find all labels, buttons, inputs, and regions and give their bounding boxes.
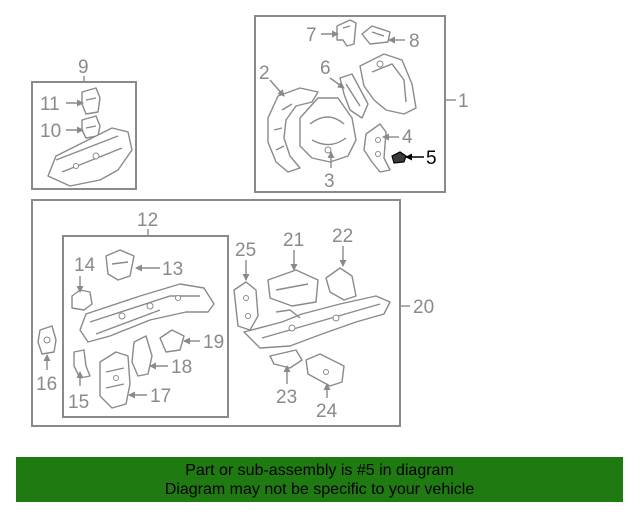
part-2-wheelhouse[interactable] — [267, 87, 319, 173]
callout-15: 15 — [68, 392, 89, 413]
part-14-bracket[interactable] — [71, 289, 93, 311]
part-15-bracket[interactable] — [73, 349, 91, 379]
callout-5: 5 — [426, 148, 437, 169]
callout-16: 16 — [36, 374, 57, 395]
callout-18: 18 — [171, 357, 192, 378]
callout-24: 24 — [316, 401, 338, 422]
footer-line-part-info: Part or sub-assembly is #5 in diagram — [185, 461, 454, 479]
footer-line-disclaimer: Diagram may not be specific to your vehi… — [164, 480, 475, 498]
part-21-bracket[interactable] — [267, 269, 319, 307]
part-23-bracket[interactable] — [269, 349, 303, 369]
callout-10: 10 — [40, 121, 61, 142]
part-19-bracket[interactable] — [159, 329, 185, 353]
callout-3: 3 — [324, 171, 335, 192]
group-box-12 — [62, 235, 229, 418]
callout-6: 6 — [320, 58, 331, 79]
callout-14: 14 — [74, 255, 96, 276]
part-4-bracket[interactable] — [363, 123, 391, 173]
part-13-bracket[interactable] — [105, 249, 135, 281]
part-12-frame-rail[interactable] — [79, 283, 215, 343]
part-3-inner-wheelhouse[interactable] — [299, 97, 357, 163]
callout-17: 17 — [150, 386, 171, 407]
callout-4: 4 — [402, 127, 413, 148]
callout-9: 9 — [78, 57, 89, 78]
part-22-bracket[interactable] — [325, 267, 357, 301]
callout-21: 21 — [283, 230, 304, 251]
callout-23: 23 — [276, 387, 297, 408]
callout-22: 22 — [332, 226, 353, 247]
callout-25: 25 — [235, 240, 256, 261]
part-7-bracket[interactable] — [336, 19, 357, 47]
footer-banner: Part or sub-assembly is #5 in diagram Di… — [16, 457, 623, 502]
part-5-bracket[interactable] — [391, 151, 407, 164]
callout-7: 7 — [306, 25, 317, 46]
part-25-bracket[interactable] — [233, 281, 259, 331]
callout-20: 20 — [413, 297, 434, 318]
group-box-1 — [254, 15, 446, 193]
parts-diagram: 1 2 3 4 5 6 7 8 9 10 11 12 13 14 15 16 1… — [31, 15, 469, 427]
part-18-bracket[interactable] — [131, 335, 153, 377]
part-1-strut-tower[interactable] — [359, 53, 417, 115]
callout-12: 12 — [137, 210, 158, 231]
callout-19: 19 — [203, 332, 224, 353]
callout-1: 1 — [458, 91, 469, 112]
callout-2: 2 — [259, 63, 270, 84]
part-8-bracket[interactable] — [361, 25, 391, 45]
callout-8: 8 — [409, 31, 420, 52]
part-11-bracket[interactable] — [81, 87, 101, 115]
callout-13: 13 — [162, 259, 183, 280]
part-9-rail[interactable] — [47, 127, 133, 187]
callout-11: 11 — [40, 94, 60, 115]
group-box-20 — [31, 199, 401, 427]
